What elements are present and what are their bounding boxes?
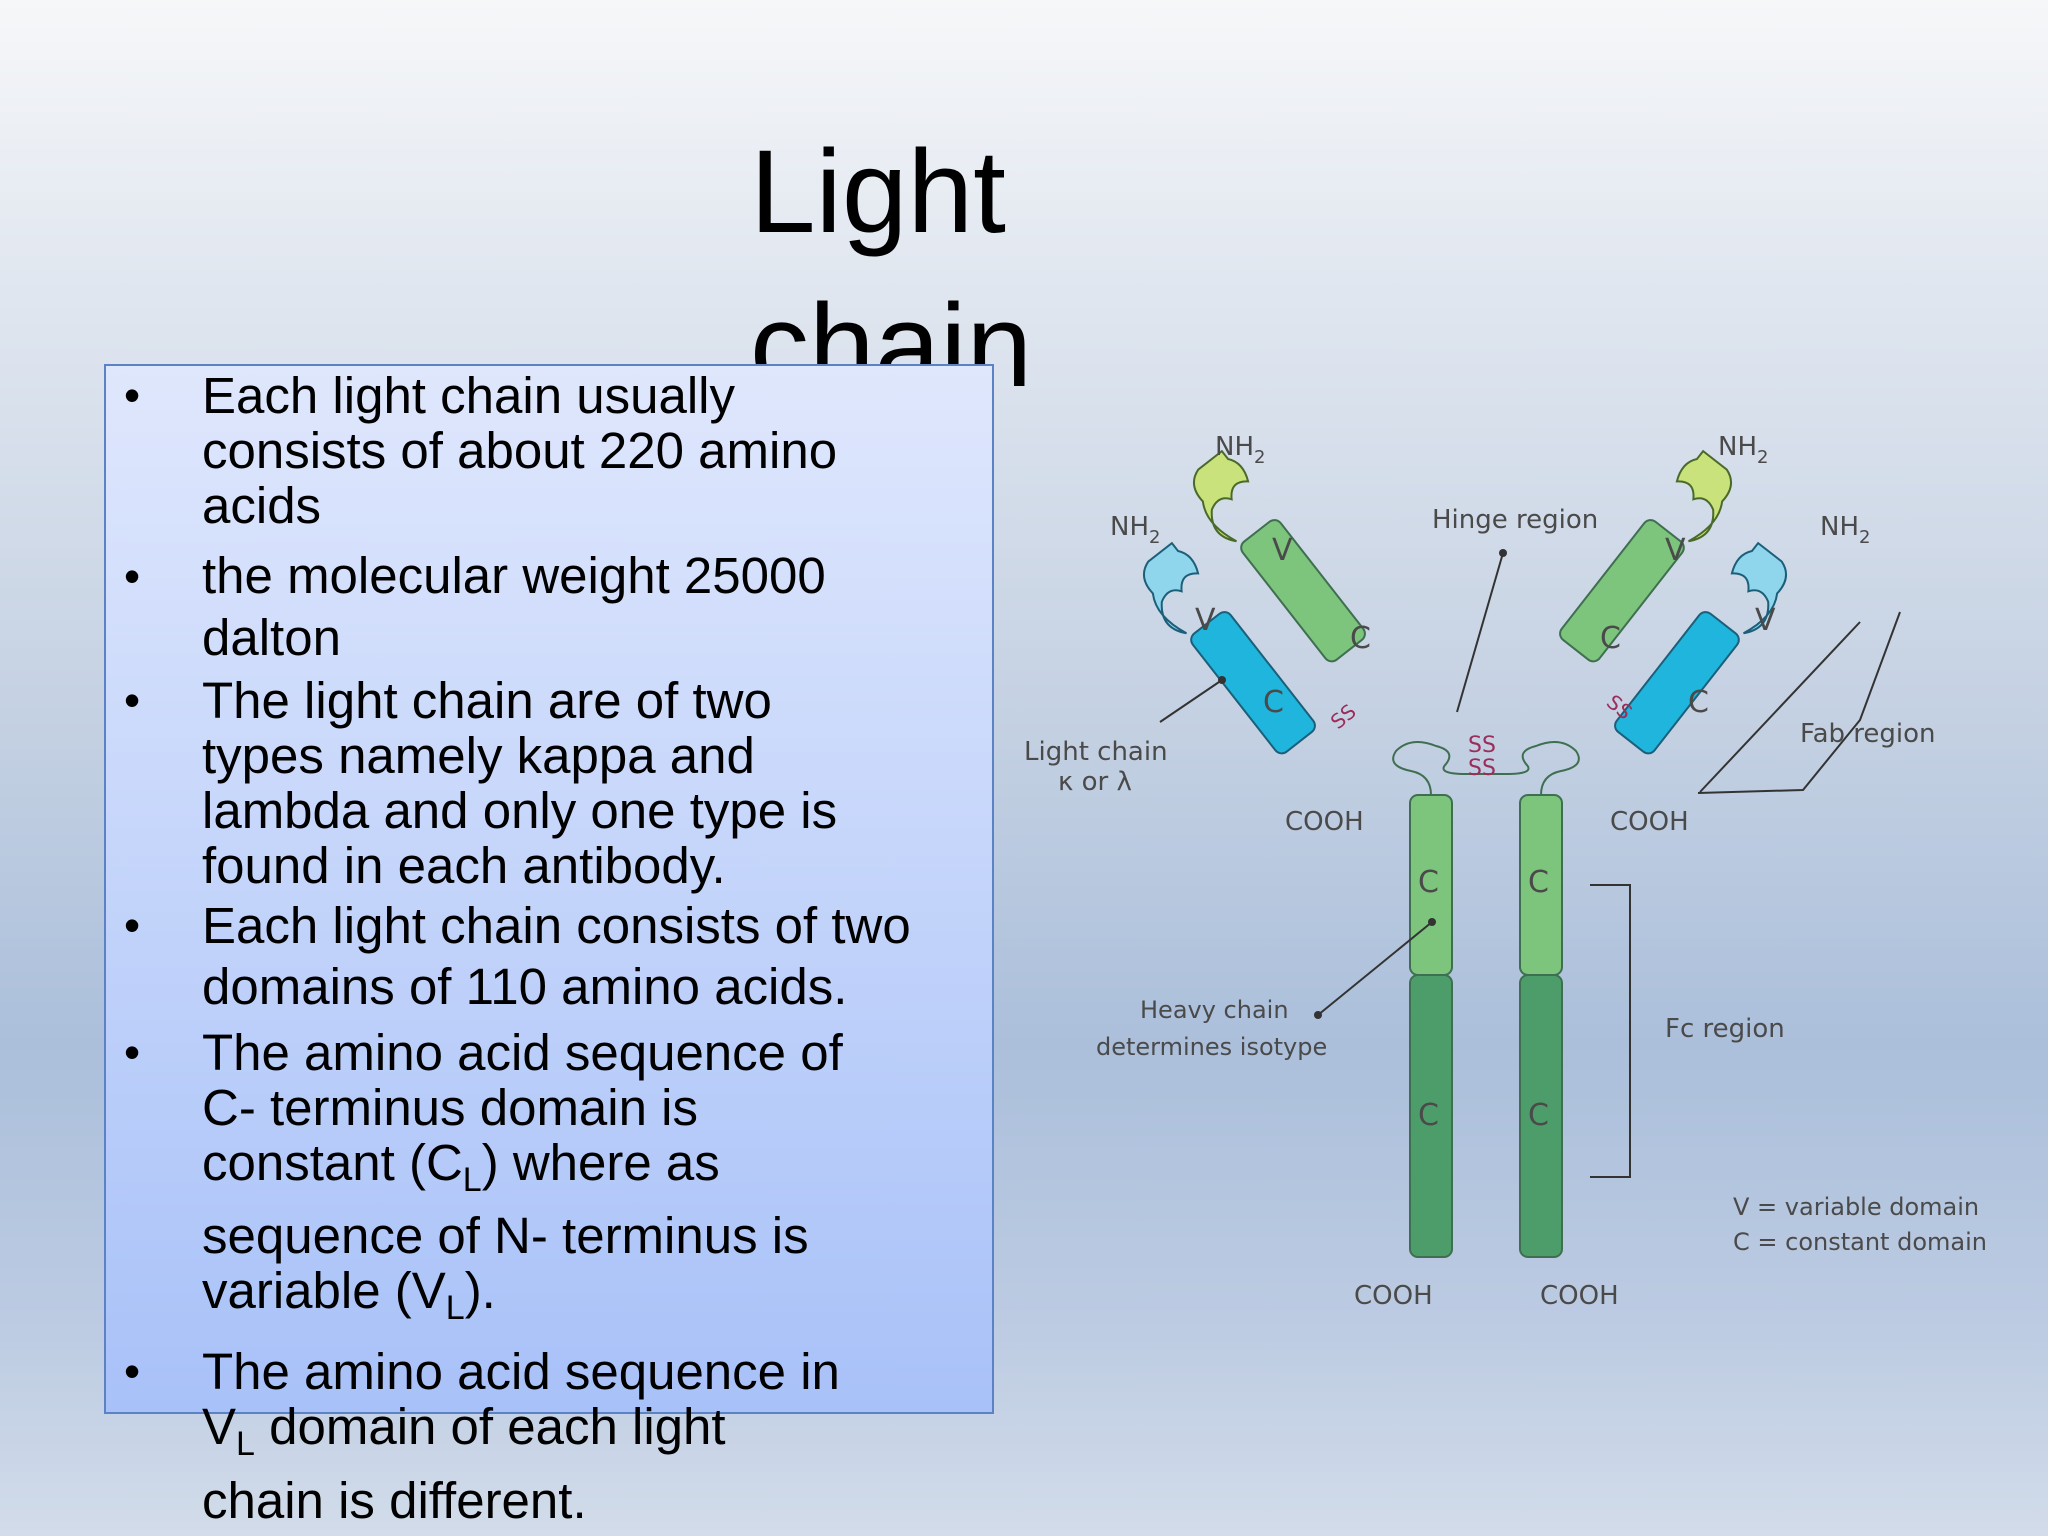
heavy-v-domain-right (1675, 449, 1733, 543)
v-label: V (1665, 533, 1686, 568)
fc-region-label: Fc region (1665, 1014, 1785, 1044)
c-label: C (1528, 865, 1549, 900)
bullet-dot: • (124, 674, 141, 726)
subscript: L (462, 1161, 482, 1200)
bullet-item: • The light chain are of two types namel… (110, 673, 1010, 893)
bullet-textbox (104, 364, 994, 1414)
bullet-text: consists of about 220 amino (202, 422, 838, 479)
light-chain-label: Light chain (1024, 737, 1168, 767)
bullet-text: ) where as (481, 1134, 720, 1191)
hinge (1392, 741, 1580, 796)
right-light-arm (1614, 541, 1788, 755)
light-v-domain-right (1730, 541, 1788, 635)
c-label: C (1418, 865, 1439, 900)
subscript: L (445, 1289, 465, 1328)
v-label: V (1755, 603, 1776, 638)
bullet-text: Each light chain consists of two (202, 897, 911, 954)
right-heavy-arm (1559, 449, 1733, 663)
cooh-label: COOH (1354, 1281, 1433, 1311)
bullet-text: chain is different. (202, 1471, 587, 1529)
bullet-text: The amino acid sequence in (202, 1343, 840, 1401)
cooh-label: COOH (1540, 1281, 1619, 1311)
bullet-item: • the molecular weight 25000 dalton (110, 545, 1010, 669)
bullet-item: • Each light chain usually consists of a… (110, 368, 1010, 533)
bullet-dot: • (124, 1026, 141, 1078)
title-line-1: Light (750, 126, 1006, 258)
c-label: C (1600, 621, 1621, 656)
bullet-text: types namely kappa and (202, 727, 755, 784)
nh2-label: NH2 (1820, 512, 1870, 548)
bullet-text: V (202, 1398, 237, 1456)
heavy-c-domain-left-lower (1409, 974, 1453, 1258)
pointer-dot (1218, 676, 1226, 684)
light-c-domain-right (1614, 611, 1740, 755)
c-label: C (1263, 685, 1284, 720)
bullet-text: variable (V (202, 1262, 446, 1320)
v-label: V (1272, 533, 1293, 568)
bullet-text: sequence of N- terminus is (202, 1207, 809, 1265)
light-v-domain-left (1142, 541, 1200, 635)
disulfide-bond-left: SS (1326, 699, 1361, 734)
cooh-label: COOH (1285, 807, 1364, 837)
bullet-item: • The amino acid sequence of C- terminus… (110, 1025, 1010, 1336)
pointer-dot (1314, 1011, 1322, 1019)
c-label: C (1688, 685, 1709, 720)
heavy-chain-isotype-label: determines isotype (1096, 1033, 1327, 1061)
hinge-region-label: Hinge region (1432, 505, 1598, 535)
bullet-text: the molecular weight 25000 (202, 547, 826, 604)
legend-constant: C = constant domain (1733, 1228, 1987, 1256)
bullet-item: • Each light chain consists of two domai… (110, 895, 1010, 1017)
heavy-v-domain-left (1192, 449, 1250, 543)
heavy-c-domain-right-arm (1559, 519, 1685, 663)
legend-variable: V = variable domain (1733, 1193, 1979, 1221)
v-label: V (1195, 603, 1216, 638)
fab-region-label: Fab region (1800, 719, 1936, 749)
c-label: C (1528, 1098, 1549, 1133)
bullet-dot: • (124, 369, 141, 421)
bullet-dot: • (124, 1345, 141, 1398)
heavy-c-domain-left-arm (1240, 519, 1366, 663)
heavy-chain-stems (1409, 794, 1563, 1258)
bullet-item: • The amino acid sequence in VL domain o… (110, 1344, 1010, 1527)
pointer-dot (1428, 918, 1436, 926)
left-light-arm (1142, 541, 1316, 755)
heavy-c-domain-right-lower (1519, 974, 1563, 1258)
left-heavy-arm (1192, 449, 1366, 663)
subscript: L (236, 1425, 255, 1464)
bullet-text: dalton (202, 609, 341, 666)
bullet-text: Each light chain usually (202, 367, 735, 424)
bullet-text: found in each antibody. (202, 837, 726, 894)
bullet-list: • Each light chain usually consists of a… (110, 368, 1010, 1528)
light-c-domain-left (1190, 611, 1316, 755)
heavy-chain-label: Heavy chain (1140, 996, 1289, 1024)
c-label: C (1418, 1098, 1439, 1133)
nh2-label: NH2 (1718, 432, 1768, 468)
bullet-text: constant (C (202, 1134, 463, 1191)
bullet-text: acids (202, 477, 322, 534)
bullet-dot: • (124, 550, 141, 602)
bullet-text: domain of each light (254, 1398, 726, 1456)
bullet-text: domains of 110 amino acids. (202, 958, 848, 1015)
disulfide-bond-hinge-2: SS (1468, 756, 1496, 781)
bullet-text: The amino acid sequence of (202, 1024, 843, 1081)
bullet-dot: • (124, 899, 141, 951)
bullet-text: ). (464, 1262, 496, 1320)
bullet-text: The light chain are of two (202, 672, 772, 729)
antibody-diagram: SS SS SS SS C C C C C C C C V V V V NH2 … (1024, 432, 1987, 1311)
pointer-lines (1159, 552, 1901, 1178)
pointer-dot (1499, 549, 1507, 557)
bullet-text: lambda and only one type is (202, 782, 838, 839)
nh2-label: NH2 (1215, 432, 1265, 468)
c-label: C (1350, 621, 1371, 656)
cooh-label: COOH (1610, 807, 1689, 837)
bullet-text: C- terminus domain is (202, 1079, 698, 1136)
nh2-label: NH2 (1110, 512, 1160, 548)
disulfide-bond-hinge-1: SS (1468, 733, 1496, 758)
light-chain-type-label: κ or λ (1058, 767, 1132, 797)
